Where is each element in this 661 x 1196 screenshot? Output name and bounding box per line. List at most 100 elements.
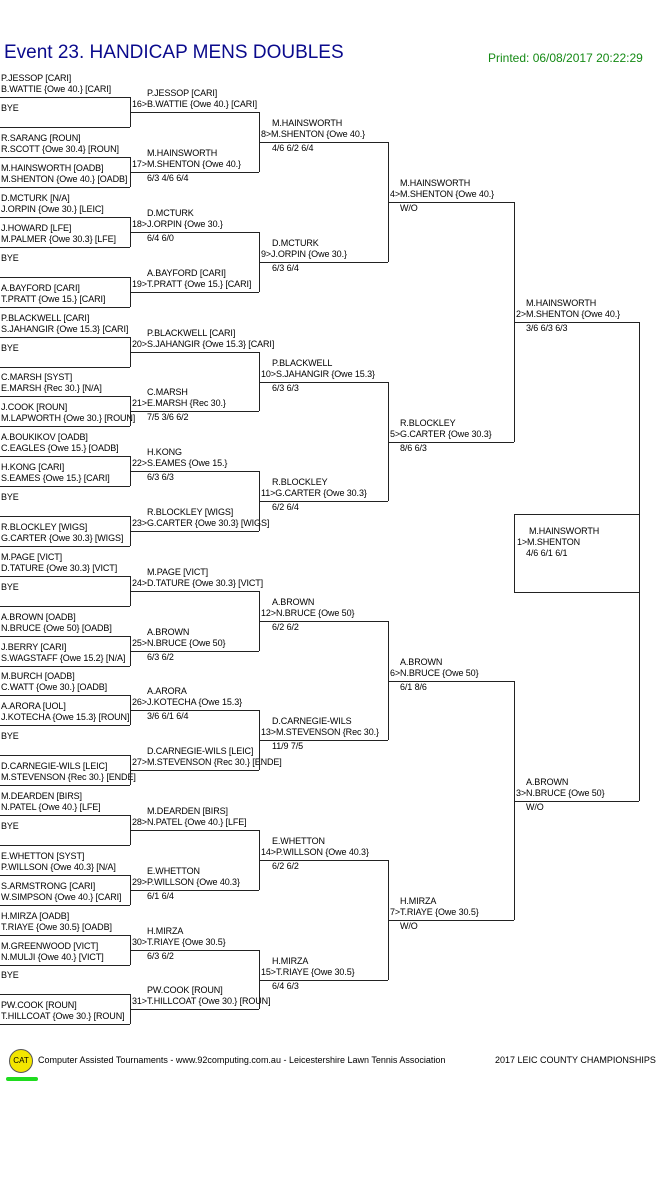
bracket-line xyxy=(259,501,388,502)
entry-player-1: A.BROWN [OADB] xyxy=(1,612,76,622)
entry-player-2: D.TATURE {Owe 30.3} [VICT] xyxy=(1,563,118,573)
match-winner-2: 28>N.PATEL {Owe 40.} [LFE] xyxy=(132,817,247,827)
entry-player-1: R.SARANG [ROUN] xyxy=(1,133,81,143)
bracket-line xyxy=(259,950,260,1009)
bracket-line xyxy=(130,890,259,891)
footer-credit: Computer Assisted Tournaments - www.92co… xyxy=(38,1055,446,1065)
match-winner-2: 19>T.PRATT {Owe 15.} [CARI] xyxy=(132,279,252,289)
match-winner-1: A.BROWN xyxy=(272,597,315,607)
bracket-line xyxy=(130,1009,259,1010)
entry-player-1: A.BAYFORD [CARI] xyxy=(1,283,80,293)
match-score: 3/6 6/3 6/3 xyxy=(526,323,568,333)
match-winner-1: M.HAINSWORTH xyxy=(400,178,471,188)
match-winner-2: 8>M.SHENTON {Owe 40.} xyxy=(261,129,366,139)
match-winner-2: 23>G.CARTER {Owe 30.3} [WIGS] xyxy=(132,518,270,528)
bracket-line xyxy=(639,322,640,801)
match-winner-1: H.MIRZA xyxy=(272,956,309,966)
entry-player-1: R.BLOCKLEY [WIGS] xyxy=(1,522,88,532)
bracket-line xyxy=(130,471,259,472)
match-winner-2: 10>S.JAHANGIR {Owe 15.3} xyxy=(261,369,375,379)
match-winner-1: E.WHETTON xyxy=(272,836,325,846)
bracket-line xyxy=(0,1024,130,1025)
bracket-line xyxy=(0,695,130,696)
entry-player-1: BYE xyxy=(1,103,19,113)
champion-player-2: 1>M.SHENTON xyxy=(517,537,580,547)
match-winner-1: R.BLOCKLEY [WIGS] xyxy=(147,507,234,517)
match-score: 8/6 6/3 xyxy=(400,443,427,453)
bracket-line xyxy=(0,426,130,427)
bracket-line xyxy=(0,516,130,517)
bracket-line xyxy=(130,770,259,771)
entry-player-1: M.PAGE [VICT] xyxy=(1,552,63,562)
match-winner-2: 16>B.WATTIE {Owe 40.} [CARI] xyxy=(132,99,257,109)
entry-player-1: P.BLACKWELL [CARI] xyxy=(1,313,90,323)
entry-player-1: BYE xyxy=(1,343,19,353)
bracket-line xyxy=(514,514,639,515)
match-winner-2: 29>P.WILLSON {Owe 40.3} xyxy=(132,877,240,887)
bracket-line xyxy=(130,830,259,831)
entry-player-2: C.WATT {Owe 30.} [OADB] xyxy=(1,682,108,692)
match-score: 6/3 6/2 xyxy=(147,951,174,961)
bracket-line xyxy=(514,681,515,920)
entry-player-1: J.HOWARD [LFE] xyxy=(1,223,72,233)
entry-player-2: C.EAGLES {Owe 15.} [OADB] xyxy=(1,443,119,453)
match-score: W/O xyxy=(400,203,418,213)
match-score: 6/3 4/6 6/4 xyxy=(147,173,189,183)
match-winner-2: 27>M.STEVENSON {Rec 30.} [ENDE] xyxy=(132,757,282,767)
match-winner-1: A.BROWN xyxy=(400,657,443,667)
match-winner-2: 3>N.BRUCE {Owe 50} xyxy=(516,788,605,798)
entry-player-1: BYE xyxy=(1,582,19,592)
match-winner-1: A.BAYFORD [CARI] xyxy=(147,268,226,278)
bracket-line xyxy=(514,322,639,323)
bracket-line xyxy=(0,785,130,786)
match-winner-1: P.BLACKWELL xyxy=(272,358,333,368)
entry-player-2: T.PRATT {Owe 15.} [CARI] xyxy=(1,294,106,304)
bracket-line xyxy=(0,845,130,846)
entry-player-2: M.SHENTON {Owe 40.} [OADB] xyxy=(1,174,128,184)
bracket-line xyxy=(0,217,130,218)
entry-player-2: E.MARSH {Rec 30.} [N/A] xyxy=(1,383,102,393)
bracket-line xyxy=(0,157,130,158)
bracket-line xyxy=(388,681,514,682)
bracket-line xyxy=(0,277,130,278)
entry-player-2: J.KOTECHA {Owe 15.3} [ROUN] xyxy=(1,712,130,722)
match-score: 6/3 6/4 xyxy=(272,263,299,273)
match-score: 6/1 8/6 xyxy=(400,682,427,692)
match-score: 6/4 6/0 xyxy=(147,233,174,243)
bracket-line xyxy=(259,980,388,981)
bracket-line xyxy=(130,531,259,532)
match-winner-2: 5>G.CARTER {Owe 30.3} xyxy=(390,429,492,439)
entry-player-1: E.WHETTON [SYST] xyxy=(1,851,85,861)
match-score: W/O xyxy=(526,802,544,812)
bracket-line xyxy=(130,292,259,293)
entry-player-2: J.ORPIN {Owe 30.} [LEIC] xyxy=(1,204,104,214)
bracket-line xyxy=(0,965,130,966)
bracket-line xyxy=(259,860,388,861)
entry-player-1: A.ARORA [UOL] xyxy=(1,701,66,711)
printed-timestamp: Printed: 06/08/2017 20:22:29 xyxy=(488,51,643,65)
match-score: 4/6 6/2 6/4 xyxy=(272,143,314,153)
entry-player-1: M.DEARDEN [BIRS] xyxy=(1,791,82,801)
entry-player-1: S.ARMSTRONG [CARI] xyxy=(1,881,96,891)
match-score: 6/2 6/2 xyxy=(272,622,299,632)
entry-player-1: BYE xyxy=(1,821,19,831)
bracket-line xyxy=(0,666,130,667)
bracket-line xyxy=(259,352,260,411)
match-score: 7/5 3/6 6/2 xyxy=(147,412,189,422)
entry-player-2: B.WATTIE {Owe 40.} [CARI] xyxy=(1,84,112,94)
entry-player-1: BYE xyxy=(1,731,19,741)
match-winner-1: P.BLACKWELL [CARI] xyxy=(147,328,236,338)
match-winner-2: 15>T.RIAYE {Owe 30.5} xyxy=(261,967,355,977)
bracket-line xyxy=(0,606,130,607)
match-winner-2: 9>J.ORPIN {Owe 30.} xyxy=(261,249,347,259)
entry-player-2: N.BRUCE {Owe 50} [OADB] xyxy=(1,623,112,633)
bracket-line xyxy=(514,801,639,802)
match-winner-1: R.BLOCKLEY xyxy=(272,477,328,487)
final-score: 4/6 6/1 6/1 xyxy=(526,548,568,558)
match-winner-1: D.MCTURK xyxy=(147,208,194,218)
match-winner-2: 12>N.BRUCE {Owe 50} xyxy=(261,608,355,618)
match-score: 6/3 6/2 xyxy=(147,652,174,662)
bracket-line xyxy=(0,994,130,995)
bracket-line xyxy=(0,815,130,816)
match-winner-1: M.HAINSWORTH xyxy=(147,148,218,158)
